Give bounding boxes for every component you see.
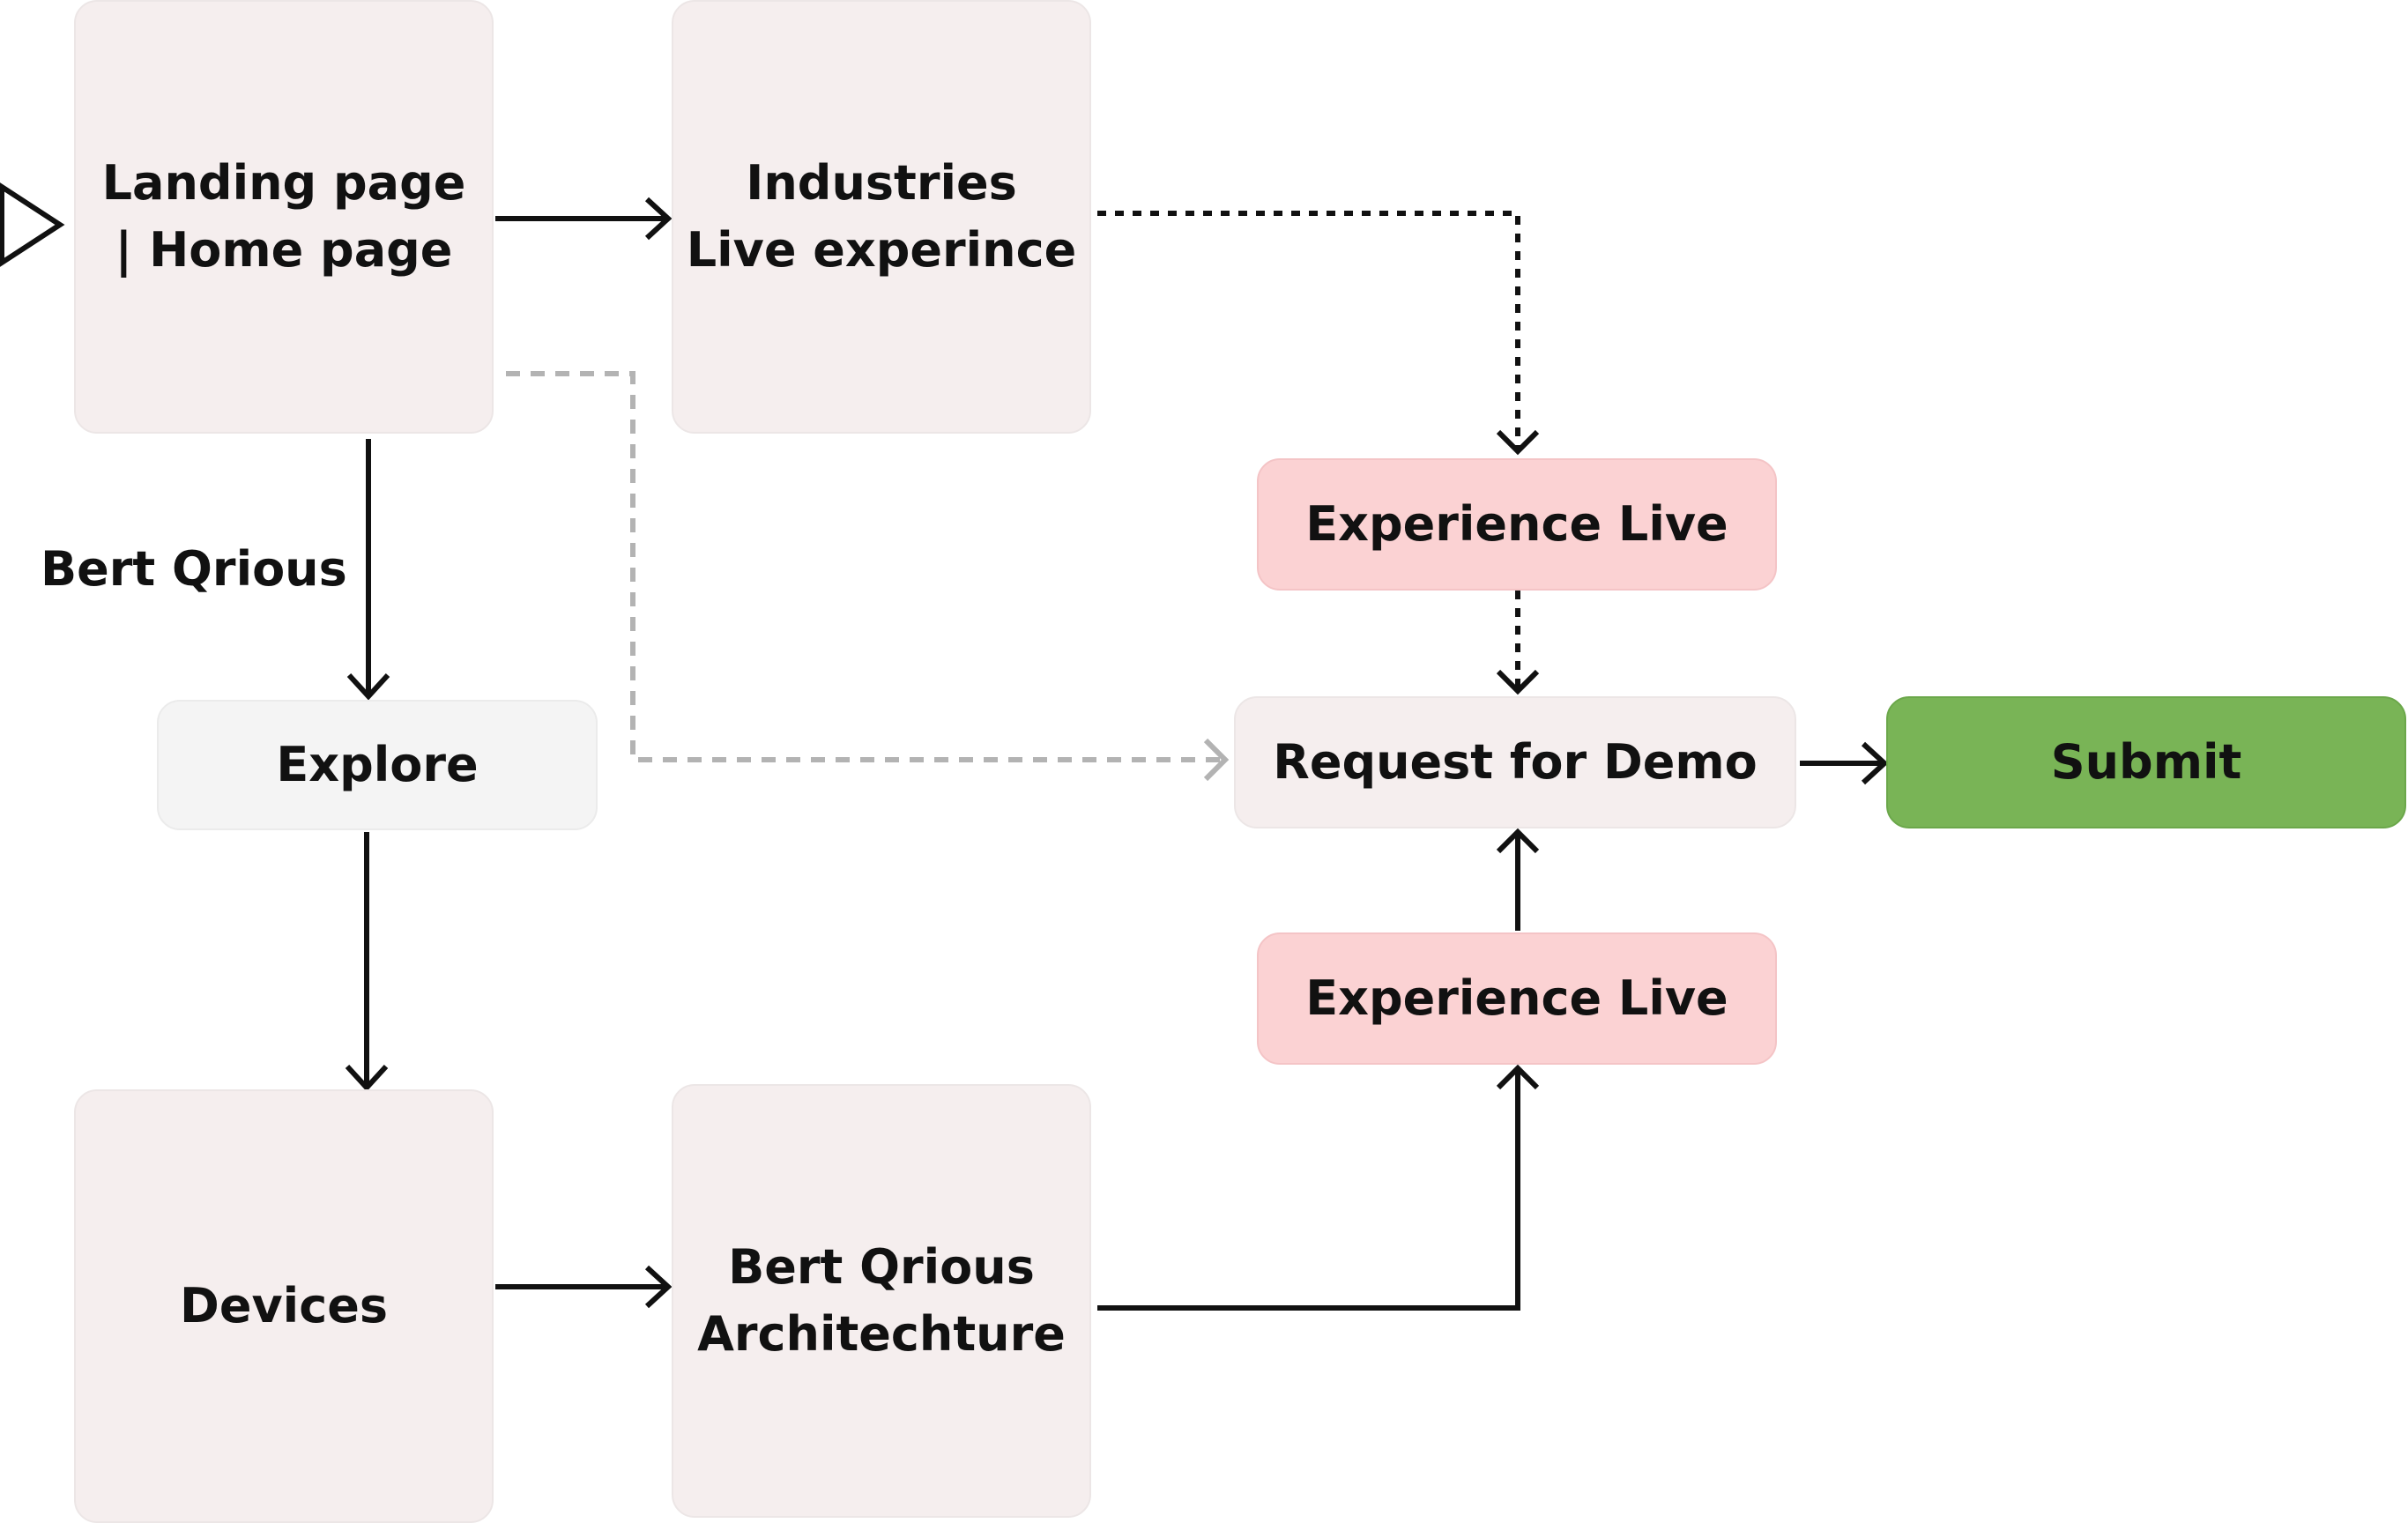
node-explore: Explore bbox=[157, 700, 598, 830]
node-devices-label: Devices bbox=[180, 1278, 388, 1334]
node-landing-page-label: Landing page | Home page bbox=[101, 155, 466, 278]
start-marker bbox=[0, 182, 65, 267]
node-industries: Industries Live experince bbox=[672, 0, 1091, 434]
node-devices: Devices bbox=[74, 1089, 494, 1523]
node-architecture-label: Bert Qrious Architechture bbox=[697, 1239, 1066, 1362]
node-experience-live-bottom: Experience Live bbox=[1257, 932, 1777, 1065]
arrow-landing-to-explore bbox=[346, 439, 390, 701]
arrow-industries-to-experience-live-top bbox=[1097, 211, 1540, 456]
arrow-experience-live-bottom-to-request-demo bbox=[1496, 828, 1540, 931]
node-request-demo: Request for Demo bbox=[1234, 696, 1796, 828]
arrow-request-demo-to-submit bbox=[1800, 741, 1889, 785]
arrow-landing-to-industries bbox=[495, 197, 673, 241]
node-explore-label: Explore bbox=[276, 737, 479, 793]
node-architecture: Bert Qrious Architechture bbox=[672, 1084, 1091, 1518]
node-request-demo-label: Request for Demo bbox=[1273, 734, 1758, 791]
arrow-experience-live-top-to-request-demo bbox=[1496, 591, 1540, 695]
node-submit-label: Submit bbox=[2050, 734, 2242, 791]
node-submit: Submit bbox=[1886, 696, 2406, 828]
node-experience-live-bottom-label: Experience Live bbox=[1305, 970, 1728, 1027]
node-experience-live-top-label: Experience Live bbox=[1305, 496, 1728, 553]
node-landing-page: Landing page | Home page bbox=[74, 0, 494, 434]
node-industries-label: Industries Live experince bbox=[686, 155, 1077, 278]
edge-label-bert-qrious: Bert Qrious bbox=[41, 541, 347, 597]
arrow-architecture-to-experience-live-bottom bbox=[1097, 1064, 1540, 1311]
node-experience-live-top: Experience Live bbox=[1257, 458, 1777, 591]
arrow-explore-to-devices bbox=[345, 832, 389, 1092]
arrow-landing-to-request-demo bbox=[506, 371, 1230, 782]
arrow-devices-to-architecture bbox=[495, 1265, 673, 1309]
